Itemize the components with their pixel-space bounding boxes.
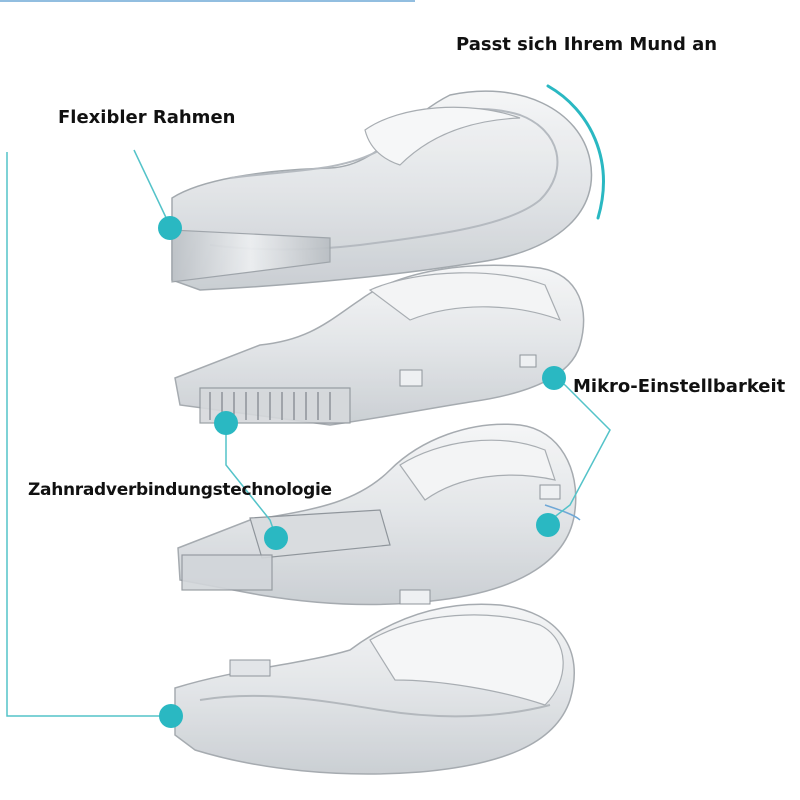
leader-lines <box>6 149 611 717</box>
curved-arc-indicator-icon <box>546 84 605 220</box>
callout-dot-gear-connection <box>214 411 238 435</box>
callout-label-micro-adjust: Mikro-Einstellbarkeit <box>573 376 786 397</box>
upper-gear-plate-layer <box>174 264 585 426</box>
callout-dot-gear-plate <box>264 526 288 550</box>
callout-dot-flexible-frame <box>158 216 182 240</box>
callout-label-fits-mouth: Passt sich Ihrem Mund an <box>456 34 718 55</box>
callout-label-gear-connection: Zahnradverbindungstechnologie <box>28 480 332 500</box>
callout-label-flexible-frame: Flexibler Rahmen <box>58 107 236 128</box>
callout-dot-bottom-tray <box>159 704 183 728</box>
lower-gear-plate-layer <box>177 423 581 606</box>
callout-dot-micro-adjust-lower <box>536 513 560 537</box>
top-tray-layer <box>171 90 593 291</box>
bottom-tray-layer <box>174 603 575 775</box>
gear-teeth-upper <box>209 392 331 420</box>
callout-dot-micro-adjust-upper <box>542 366 566 390</box>
